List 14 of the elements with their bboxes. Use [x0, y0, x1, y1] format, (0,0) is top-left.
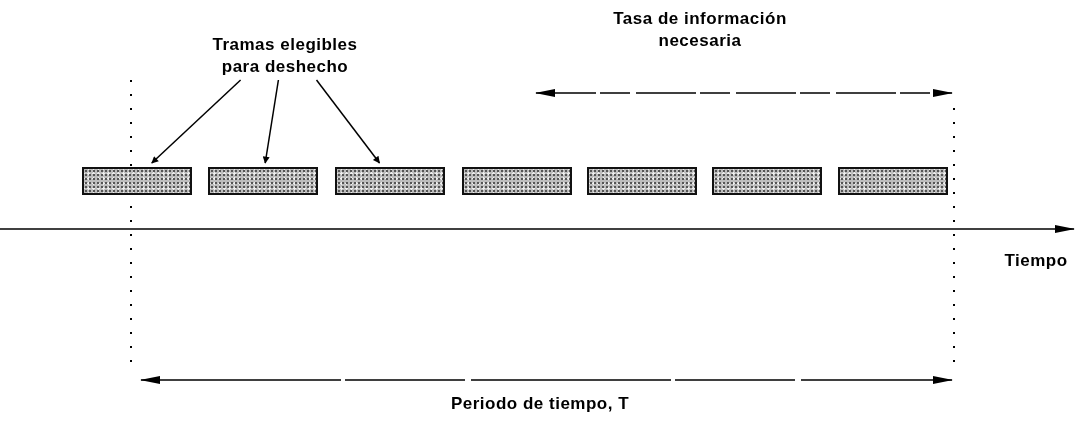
frame-block — [208, 167, 318, 195]
callout-text: Tramas elegibles para deshecho — [200, 34, 370, 78]
frame-block — [838, 167, 948, 195]
frame-block — [462, 167, 572, 195]
arrow — [262, 79, 280, 164]
frame-block — [587, 167, 697, 195]
frame-block — [712, 167, 822, 195]
label: Tasa de información necesaria — [612, 8, 788, 52]
frame-block — [82, 167, 192, 195]
label: Periodo de tiempo, T — [449, 393, 631, 415]
frame-block — [335, 167, 445, 195]
label: Tiempo — [1003, 250, 1069, 272]
arrow — [151, 79, 242, 164]
arrow — [315, 79, 381, 164]
